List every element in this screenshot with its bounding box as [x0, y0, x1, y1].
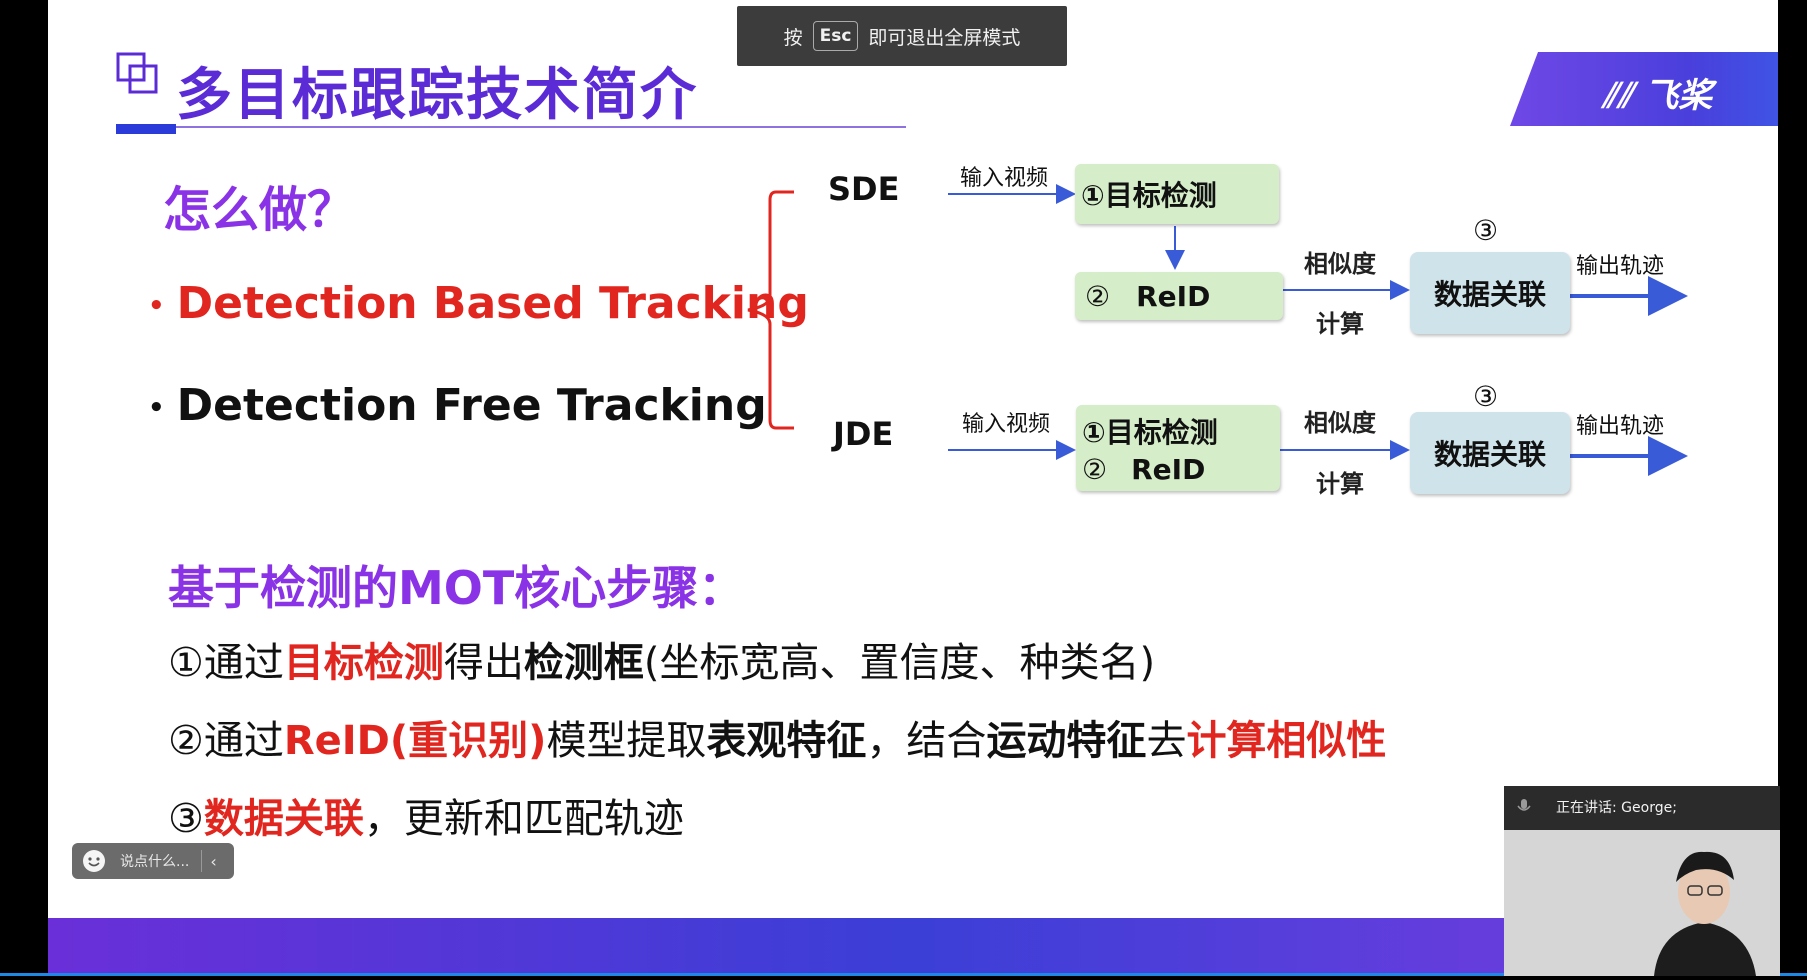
jde-output-label: 输出轨迹: [1576, 414, 1665, 439]
step-text: 去: [1146, 718, 1187, 764]
title-underline: [116, 126, 906, 128]
jde-assoc-num: ③: [1473, 380, 1499, 413]
fullscreen-exit-toast: 按 Esc 即可退出全屏模式: [737, 6, 1067, 66]
sde-calc-label: 计算: [1316, 310, 1364, 338]
step-bold: 检测框: [523, 640, 644, 686]
sde-reid-box: ② ReID: [1075, 272, 1283, 320]
jde-similarity-label: 相似度: [1304, 409, 1376, 437]
step-highlight: 数据关联: [203, 796, 364, 842]
slide-title: 多目标跟踪技术简介: [176, 63, 698, 128]
step-1: ①通过目标检测得出检测框(坐标宽高、置信度、种类名): [168, 630, 1155, 688]
bullet-detection-based: • Detection Based Tracking: [148, 278, 809, 329]
bullet-dot: •: [148, 393, 165, 423]
step-text: ，结合: [866, 718, 987, 764]
step-text: ②通过: [168, 718, 284, 764]
chat-input[interactable]: 说点什么... ‹: [72, 843, 234, 879]
jde-reid-num: ②: [1082, 452, 1108, 486]
step-3: ③数据关联，更新和匹配轨迹: [168, 786, 684, 844]
paddle-logo-mark-icon: ⫽⫽: [1602, 76, 1645, 116]
sde-reid-label: ReID: [1136, 279, 1211, 313]
title-squares-icon: [116, 52, 158, 94]
speaker-figure-icon: [1504, 830, 1780, 976]
step-text: ，更新和匹配轨迹: [363, 796, 684, 842]
sde-similarity-label: 相似度: [1304, 250, 1376, 278]
step-bold: 运动特征: [986, 718, 1147, 764]
step-text: (坐标宽高、置信度、种类名): [643, 640, 1156, 686]
step-text: ③: [168, 796, 204, 842]
progress-line: [0, 973, 1807, 976]
logo-band: [1510, 52, 1778, 126]
diagram-arrows: [948, 184, 1688, 476]
red-bracket: [747, 190, 794, 430]
esc-key-badge: Esc: [812, 21, 859, 51]
sde-association-box: 数据关联: [1410, 252, 1570, 334]
step-2: ②通过ReID(重识别)模型提取表观特征，结合运动特征去计算相似性: [168, 708, 1386, 766]
jde-combined-box: ①目标检测 ② ReID: [1076, 405, 1280, 491]
toast-prefix: 按: [783, 26, 803, 49]
jde-association-label: 数据关联: [1433, 438, 1546, 471]
toast-suffix: 即可退出全屏模式: [868, 26, 1021, 49]
slide: 多目标跟踪技术简介 ⫽⫽ 飞桨 怎么做？ • Detection Based Tr…: [48, 0, 1778, 975]
step-highlight: 目标检测: [283, 640, 444, 686]
step-highlight: ReID(重识别): [283, 718, 547, 764]
bullet-detection-free: • Detection Free Tracking: [148, 380, 767, 431]
emoji-icon[interactable]: [82, 849, 106, 873]
jde-reid-label: ReID: [1131, 452, 1206, 486]
sde-assoc-num: ③: [1473, 214, 1499, 247]
mic-icon: [1517, 799, 1531, 811]
sde-association-label: 数据关联: [1433, 278, 1546, 311]
how-heading: 怎么做？: [163, 182, 356, 238]
sde-label: SDE: [828, 170, 900, 208]
jde-input-label: 输入视频: [962, 412, 1051, 437]
steps-heading: 基于检测的MOT核心步骤：: [168, 561, 745, 615]
logo-text: 飞桨: [1644, 76, 1713, 116]
sde-input-label: 输入视频: [960, 166, 1049, 191]
step-text: 得出: [443, 640, 524, 686]
video-header: 正在讲话: George;: [1504, 786, 1780, 828]
speaking-label: 正在讲话: George;: [1556, 800, 1677, 816]
step-bold: 表观特征: [706, 718, 867, 764]
jde-detection-label: ①目标检测: [1082, 415, 1218, 449]
step-text: 模型提取: [546, 718, 707, 764]
speaker-video-feed: [1504, 830, 1780, 976]
slide-bottom-band: [48, 918, 1778, 975]
bullet-dot: •: [148, 291, 165, 321]
step-highlight: 计算相似性: [1186, 718, 1387, 764]
jde-association-box: 数据关联: [1410, 412, 1570, 494]
step-text: ①通过: [168, 640, 284, 686]
jde-label: JDE: [833, 415, 894, 453]
speaker-video-panel[interactable]: 正在讲话: George;: [1504, 786, 1780, 976]
collapse-chevron-icon[interactable]: ‹: [210, 851, 217, 871]
sde-output-label: 输出轨迹: [1576, 254, 1665, 279]
sde-detection-label: ①目标检测: [1081, 179, 1217, 212]
sde-reid-num: ②: [1085, 279, 1111, 313]
bullet-text: Detection Free Tracking: [176, 380, 767, 431]
title-underline-accent: [116, 124, 176, 134]
sde-detection-box: ①目标检测: [1075, 164, 1279, 224]
chat-placeholder[interactable]: 说点什么...: [120, 854, 190, 870]
chat-separator: [201, 850, 203, 872]
jde-calc-label: 计算: [1316, 470, 1364, 498]
paddle-logo: ⫽⫽ 飞桨: [1602, 68, 1712, 117]
bullet-text: Detection Based Tracking: [176, 278, 809, 329]
